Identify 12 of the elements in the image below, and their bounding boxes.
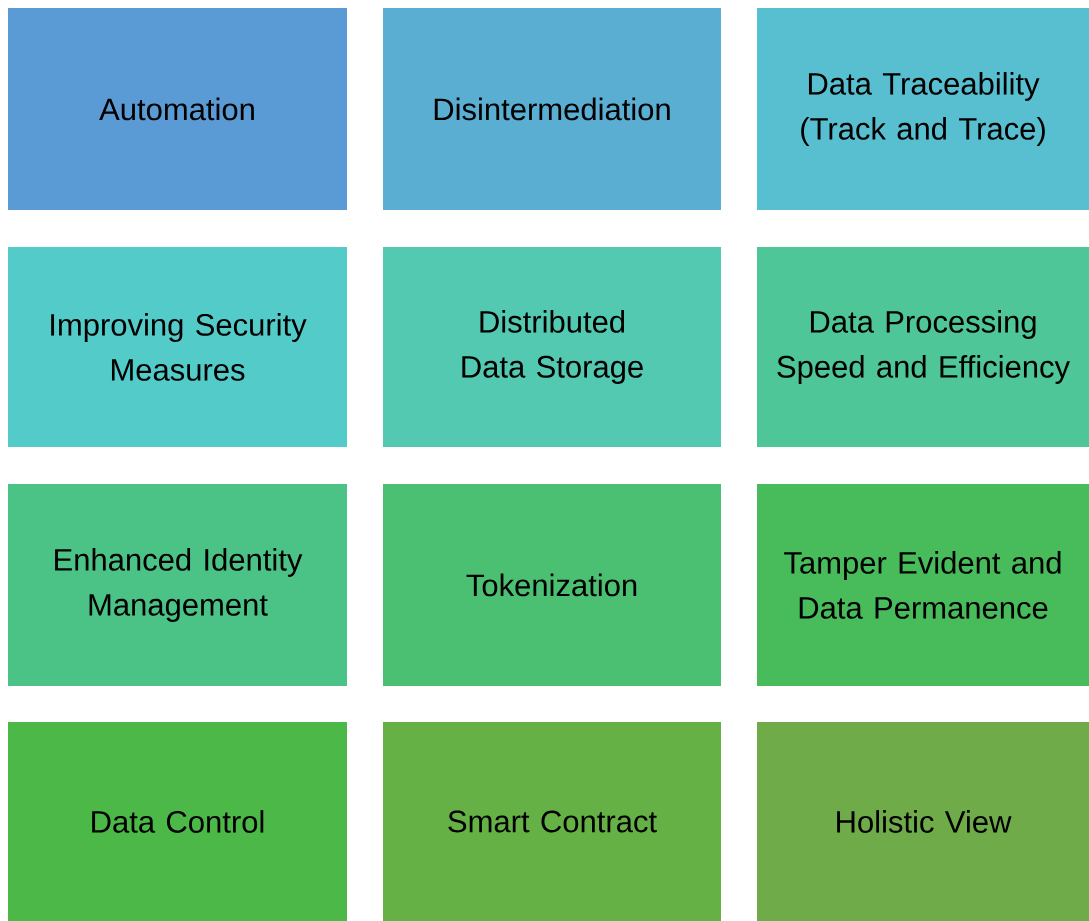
feature-box: Automation (8, 8, 347, 210)
feature-box: Disintermediation (383, 8, 721, 210)
feature-box: Tokenization (383, 484, 721, 686)
feature-box: Holistic View (757, 722, 1089, 921)
feature-box: Smart Contract (383, 722, 721, 921)
feature-box: Enhanced Identity Management (8, 484, 347, 686)
feature-box: Improving Security Measures (8, 247, 347, 447)
feature-box: Data Control (8, 722, 347, 921)
feature-box: Data Traceability (Track and Trace) (757, 8, 1089, 210)
feature-box: Data Processing Speed and Efficiency (757, 247, 1089, 447)
feature-box: Distributed Data Storage (383, 247, 721, 447)
feature-box: Tamper Evident and Data Permanence (757, 484, 1089, 686)
